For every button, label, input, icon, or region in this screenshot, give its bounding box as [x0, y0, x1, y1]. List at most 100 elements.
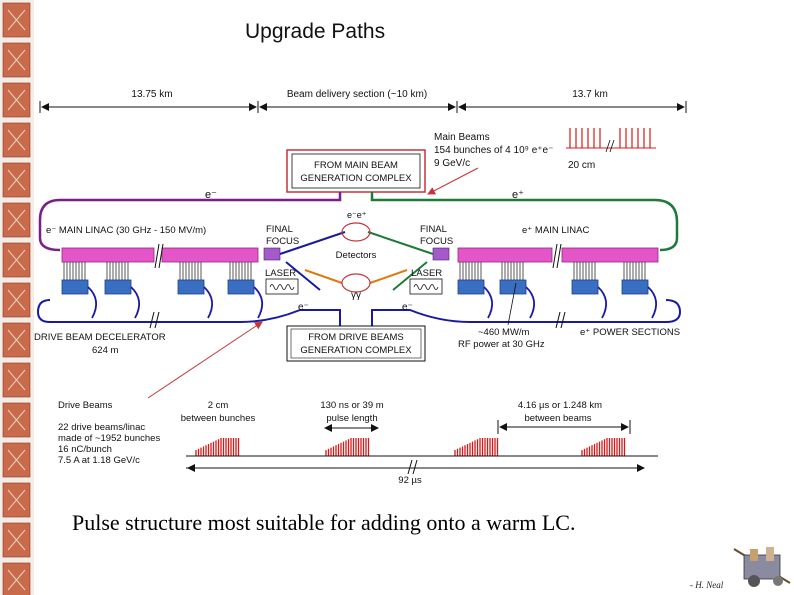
strip-ornament — [7, 489, 26, 511]
strip-ornament — [7, 129, 26, 151]
strip-ornament — [7, 449, 26, 471]
rf-power-pointer — [507, 282, 517, 326]
right-final-focus-block — [432, 247, 450, 261]
drive-beam-turnaround — [647, 286, 658, 319]
beam-gap-top: 4.16 µs or 1.248 km — [518, 400, 602, 411]
power-sections-label: e⁺ POWER SECTIONS — [580, 327, 680, 338]
bottom-detector-ring — [341, 273, 371, 293]
drive-beam-box-line2: GENERATION COMPLEX — [300, 345, 412, 356]
drive-break-left-1 — [149, 311, 155, 329]
power-extraction-units — [61, 262, 658, 319]
strip-ornament — [7, 369, 26, 391]
drive-beam-box-line1: FROM DRIVE BEAMS — [308, 332, 404, 343]
strip-ornament — [7, 409, 26, 431]
drive-beams-line2: made of ~1952 bunches — [58, 433, 160, 444]
left-linac-break-2 — [158, 243, 164, 269]
strip-tile — [2, 282, 31, 318]
top-detector-ring — [341, 222, 371, 242]
left-final-focus-label-2: FOCUS — [266, 236, 299, 247]
strip-ornament — [7, 49, 26, 71]
main-beam-box-line2: GENERATION COMPLEX — [300, 173, 412, 184]
pulse-length-bottom: pulse length — [326, 413, 377, 424]
drive-beam-turnaround — [203, 286, 214, 319]
corner-logo — [733, 547, 791, 587]
pulse-length-top: 130 ns or 39 m — [320, 400, 383, 411]
drive-beam-box-inner — [290, 328, 422, 359]
strip-ornament — [7, 169, 26, 191]
strip-ornament — [7, 289, 26, 311]
total-time-label: 92 µs — [398, 475, 422, 486]
ir-orange-left — [304, 269, 343, 284]
bunch-spacing-bottom: between bunches — [181, 413, 256, 424]
drive-beam-loop-right — [470, 299, 682, 323]
decelerator-unit — [227, 279, 255, 295]
main-beams-line2: 9 GeV/c — [434, 158, 470, 169]
main-bunch-break — [609, 139, 615, 153]
left-length-label: 13.75 km — [131, 89, 172, 100]
drive-feed-left — [239, 309, 341, 326]
drive-beam-turnaround — [87, 286, 98, 319]
electron-transfer-line — [38, 192, 342, 252]
drive-beams-line4: 7.5 A at 1.18 GeV/c — [58, 455, 140, 466]
decelerator-unit — [104, 279, 132, 295]
drive-beams-pointer — [147, 321, 263, 399]
left-laser-wave — [269, 284, 295, 290]
right-linac-label: e⁺ MAIN LINAC — [522, 225, 589, 236]
dimension-lines — [39, 101, 687, 113]
drive-beam-turnaround — [130, 286, 141, 319]
e-plus-top-label: e⁺ — [512, 189, 524, 201]
slide-caption: Pulse structure most suitable for adding… — [72, 510, 576, 535]
ir-beam-right-down — [392, 261, 428, 291]
total-time-axis — [186, 455, 658, 475]
drive-beam-turnaround — [483, 286, 494, 319]
strip-ornament — [7, 329, 26, 351]
detectors-label: Detectors — [336, 250, 377, 261]
bunch-spacing-label: 20 cm — [568, 160, 595, 171]
left-main-linac-b — [161, 247, 259, 263]
left-final-focus-label-1: FINAL — [266, 224, 293, 235]
drive-beam-turnaround — [525, 286, 536, 319]
right-laser-label: LASER — [411, 268, 442, 279]
drive-beam-turnaround — [253, 286, 264, 319]
drive-beams-line3: 16 nC/bunch — [58, 444, 112, 455]
drive-beam-loop-left — [36, 299, 240, 323]
decelerator-unit — [61, 279, 89, 295]
ir-beam-right-up — [367, 231, 434, 255]
right-laser-wave — [413, 284, 439, 290]
ir-beam-left-down — [285, 261, 321, 291]
drive-beam-turnaround — [597, 286, 608, 319]
drive-break-right-1 — [555, 311, 561, 329]
right-main-linac-b — [561, 247, 659, 263]
positron-transfer-line — [370, 192, 679, 252]
strip-tile — [2, 442, 31, 478]
drive-beam-pulse-train — [195, 438, 626, 456]
main-bunch-break — [605, 139, 611, 153]
main-beam-bunches — [566, 128, 656, 153]
strip-ornament — [7, 89, 26, 111]
ir-orange-right — [369, 269, 408, 284]
beam-gap-arrow — [497, 420, 631, 434]
main-beam-box-outer — [286, 149, 426, 193]
strip-tile — [2, 562, 31, 595]
slide-credit: - H. Neal — [690, 580, 724, 590]
decelerator-unit — [621, 279, 649, 295]
main-beam-box-inner — [291, 153, 421, 189]
decelerator-unit — [571, 279, 599, 295]
ee-label: e⁻e⁺ — [347, 210, 367, 220]
drive-break-left-2 — [154, 311, 160, 329]
strip-ornament — [7, 209, 26, 231]
main-beam-box-line1: FROM MAIN BEAM — [314, 160, 398, 171]
drive-break-right-2 — [560, 311, 566, 329]
strip-ornament — [7, 9, 26, 31]
right-final-focus-label-2: FOCUS — [420, 236, 453, 247]
main-beams-title: Main Beams — [434, 132, 490, 143]
e-minus-top-label: e⁻ — [205, 189, 217, 201]
slide-title: Upgrade Paths — [245, 20, 386, 43]
left-linac-label: e⁻ MAIN LINAC (30 GHz - 150 MV/m) — [46, 225, 206, 236]
left-laser-label: LASER — [265, 268, 296, 279]
right-linac-break-1 — [552, 243, 558, 269]
strip-ornament — [7, 569, 26, 591]
drive-feed-right — [371, 309, 471, 326]
e-minus-bottom-right: e⁻ — [402, 302, 413, 313]
